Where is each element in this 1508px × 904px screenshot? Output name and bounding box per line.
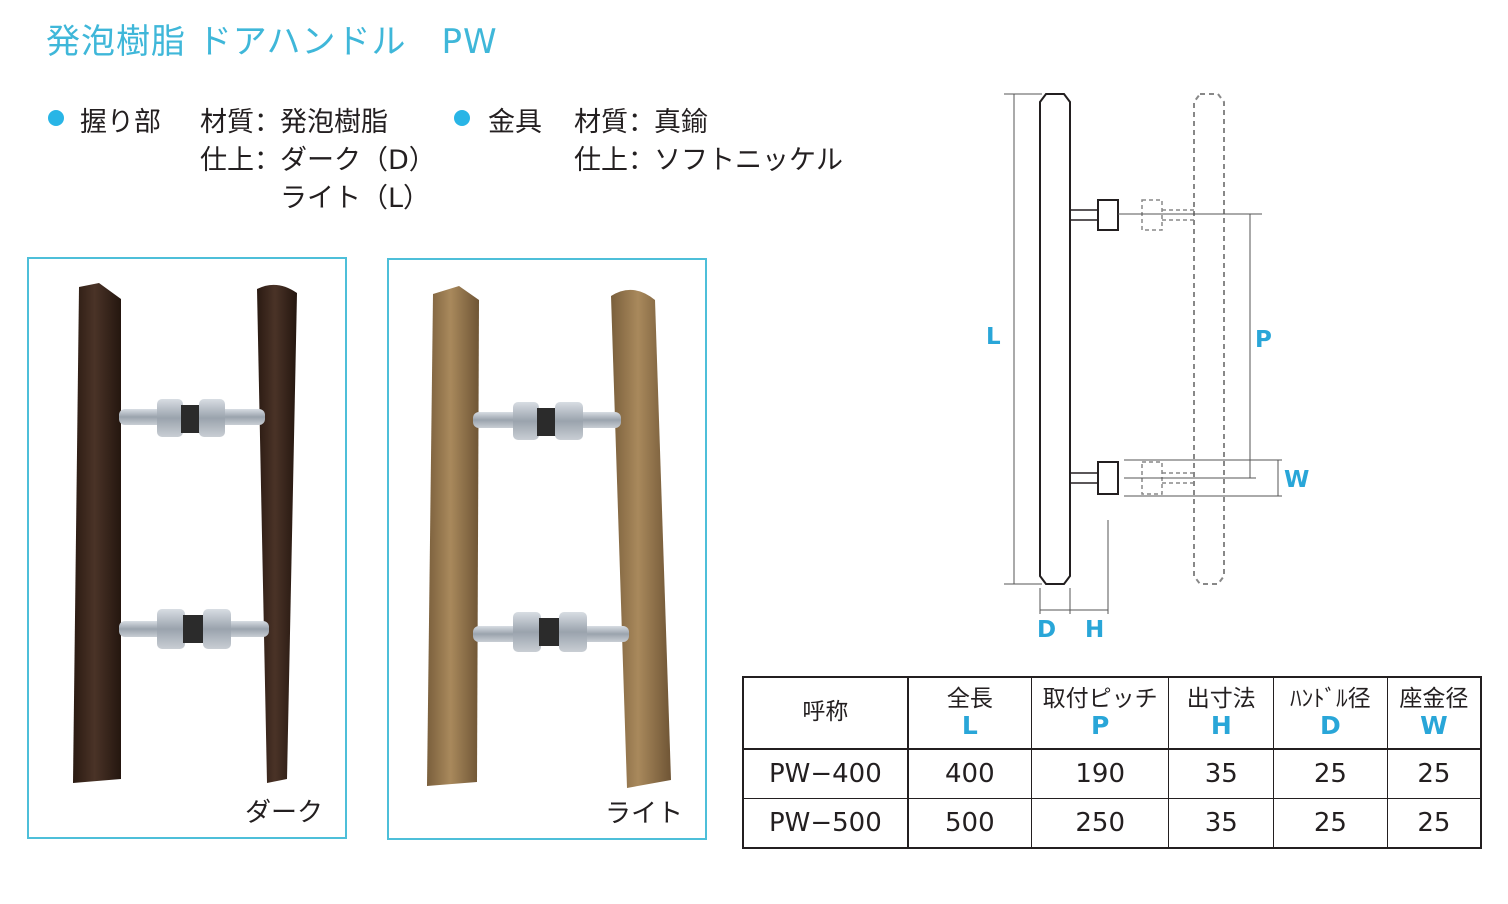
table-cell: 35 — [1168, 798, 1275, 849]
grip-finish-label: 仕上： — [200, 145, 281, 176]
fitting-material-label: 材質： — [574, 107, 655, 138]
photo-light-handle: ライト — [387, 258, 707, 840]
bullet-icon — [454, 110, 470, 126]
dim-label-h: H — [1085, 617, 1105, 643]
photo-caption-light: ライト — [604, 799, 683, 829]
dim-label-p: P — [1255, 327, 1272, 353]
grip-finish-value-2: ライト（L） — [280, 183, 431, 214]
fitting-material-value: 真鍮 — [654, 107, 708, 138]
photo-caption-dark: ダーク — [244, 798, 323, 828]
dim-label-w: W — [1284, 467, 1310, 493]
grip-label: 握り部 — [80, 107, 161, 138]
grip-material-label: 材質： — [200, 107, 281, 138]
grip-finish-value-1: ダーク（D） — [280, 145, 436, 176]
table-cell: 250 — [1030, 798, 1170, 849]
table-row: PW−400 400 190 35 25 25 — [742, 748, 1482, 799]
bullet-icon — [48, 110, 64, 126]
fitting-finish-label: 仕上： — [574, 145, 655, 176]
dark-handle-illustration — [73, 283, 297, 783]
fitting-label: 金具 — [488, 107, 542, 138]
table-cell: 400 — [907, 748, 1032, 799]
dimension-diagram — [1004, 93, 1282, 614]
table-cell: PW−400 — [742, 748, 909, 799]
light-handle-illustration — [427, 286, 671, 788]
grip-material-value: 発泡樹脂 — [280, 107, 388, 138]
table-cell: 25 — [1386, 798, 1482, 849]
header-name: 呼称 — [742, 676, 909, 750]
table-cell: 25 — [1273, 798, 1388, 849]
dim-label-d: D — [1037, 617, 1057, 643]
table-cell: 25 — [1386, 748, 1482, 799]
table-cell: PW−500 — [742, 798, 909, 849]
page-title: 発泡樹脂 ドアハンドル PW — [46, 22, 498, 62]
table-row: PW−500 500 250 35 25 25 — [742, 798, 1482, 849]
table-cell: 190 — [1030, 748, 1170, 799]
fitting-finish-value: ソフトニッケル — [654, 145, 843, 176]
table-cell: 25 — [1273, 748, 1388, 799]
dim-label-l: L — [986, 324, 1001, 350]
table-cell: 500 — [907, 798, 1032, 849]
table-cell: 35 — [1168, 748, 1275, 799]
photo-dark-handle: ダーク — [27, 257, 347, 839]
